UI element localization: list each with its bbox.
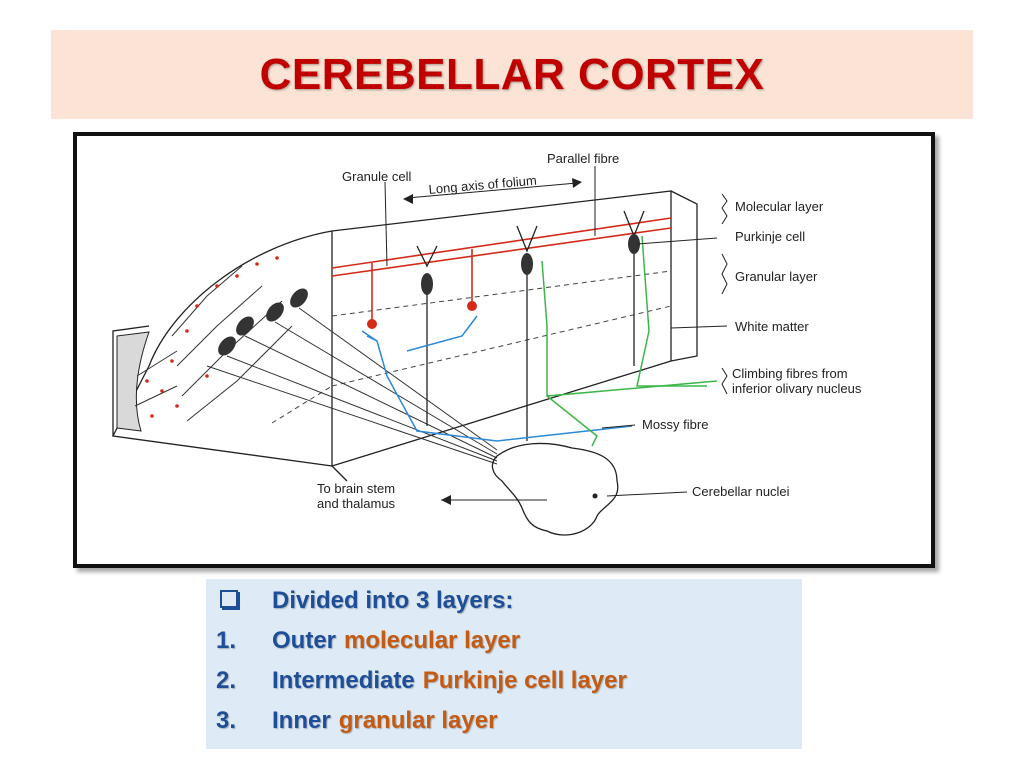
mossy-fibres: [361, 315, 633, 442]
label-granular-layer: Granular layer: [735, 269, 818, 284]
brainstem-arrow: [441, 495, 451, 505]
cortex-block-outline: [112, 190, 698, 482]
item-term: granular layer: [338, 707, 498, 734]
granule-cell-body: [367, 319, 377, 329]
label-climbing-fibres-line2: inferior olivary nucleus: [732, 381, 862, 396]
label-white-matter: White matter: [735, 319, 809, 334]
axis-arrow-left: [403, 194, 413, 204]
title-band: CEREBELLAR CORTEX: [51, 30, 973, 119]
granule-cell-body-2: [467, 301, 477, 311]
label-granule-cell: Granule cell: [342, 169, 411, 184]
label-mossy-fibre: Mossy fibre: [642, 417, 708, 432]
folium-dendrite-fan: [134, 265, 293, 422]
white-matter-patch: [116, 331, 150, 432]
label-cerebellar-nuclei: Cerebellar nuclei: [692, 484, 790, 499]
item-number: 1.: [216, 627, 237, 654]
purkinje-cell-bodies-left: [218, 288, 308, 356]
item-number: 2.: [216, 667, 237, 694]
item-number: 3.: [216, 707, 237, 734]
item-prefix: Intermediate: [272, 667, 415, 694]
bullet-header-row: Divided into 3 layers:: [216, 583, 513, 619]
nucleus-dot: [592, 493, 598, 499]
cerebellar-nucleus-shape: [491, 442, 619, 536]
item-term: Purkinje cell layer: [422, 667, 627, 694]
label-brain-stem-line2: and thalamus: [317, 496, 396, 511]
diagram-svg: Parallel fibre Granule cell Long axis of…: [112, 151, 862, 536]
parallel-fibres: [331, 217, 672, 321]
label-molecular-layer: Molecular layer: [735, 199, 824, 214]
slide-title: CEREBELLAR CORTEX: [259, 49, 765, 99]
climbing-fibres: [541, 235, 718, 447]
bullet-item-1: 1. Outer molecular layer: [216, 623, 520, 659]
label-purkinje-cell: Purkinje cell: [735, 229, 805, 244]
item-term: molecular layer: [344, 627, 521, 654]
bullet-header-text: Divided into 3 layers:: [272, 587, 514, 614]
bullet-item-2: 2. Intermediate Purkinje cell layer: [216, 663, 627, 699]
label-long-axis: Long axis of folium: [428, 173, 537, 197]
item-prefix: Inner: [272, 707, 331, 734]
label-brain-stem-line1: To brain stem: [317, 481, 395, 496]
callout-lines: [384, 166, 728, 501]
purkinje-somata: [421, 234, 640, 295]
axis-arrow-right: [572, 178, 582, 188]
checkbox-bullet-icon: [216, 587, 272, 615]
granule-dots: [145, 256, 279, 418]
purkinje-axons: [206, 307, 498, 465]
bullet-item-3: 3. Inner granular layer: [216, 703, 497, 739]
cerebellar-cortex-diagram: Parallel fibre Granule cell Long axis of…: [73, 132, 935, 568]
item-prefix: Outer: [272, 627, 337, 654]
label-climbing-fibres-line1: Climbing fibres from: [732, 366, 848, 381]
purkinje-cells-block: [416, 210, 645, 441]
layers-bullet-box: Divided into 3 layers: 1. Outer molecula…: [206, 579, 802, 749]
label-parallel-fibre: Parallel fibre: [547, 151, 619, 166]
